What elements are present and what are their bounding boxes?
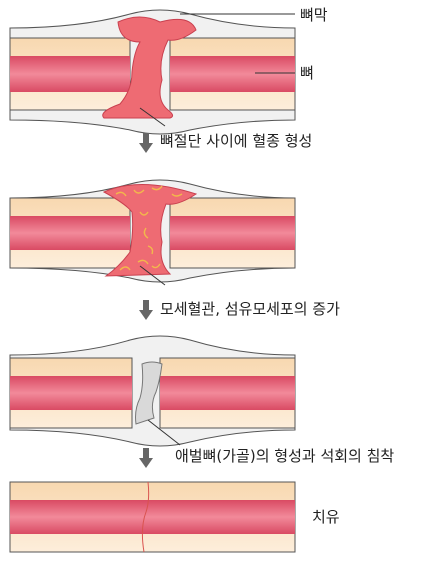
label-step2: 모세혈관, 섬유모세포의 증가 bbox=[160, 300, 340, 318]
arrow-3 bbox=[139, 448, 153, 468]
stage4-bone bbox=[10, 482, 295, 552]
stage1-bone bbox=[10, 10, 295, 134]
arrow-1 bbox=[139, 133, 153, 153]
label-bone: 뼈 bbox=[300, 64, 314, 82]
arrow-2 bbox=[139, 300, 153, 320]
stage3-bone bbox=[10, 336, 295, 446]
stage2-bone bbox=[10, 180, 295, 285]
label-step3: 애벌뼈(가골)의 형성과 석회의 침착 bbox=[175, 447, 394, 465]
label-step1: 뼈절단 사이에 혈종 형성 bbox=[160, 132, 312, 150]
label-step4: 치유 bbox=[312, 508, 340, 526]
label-periosteum: 뼈막 bbox=[300, 6, 328, 24]
